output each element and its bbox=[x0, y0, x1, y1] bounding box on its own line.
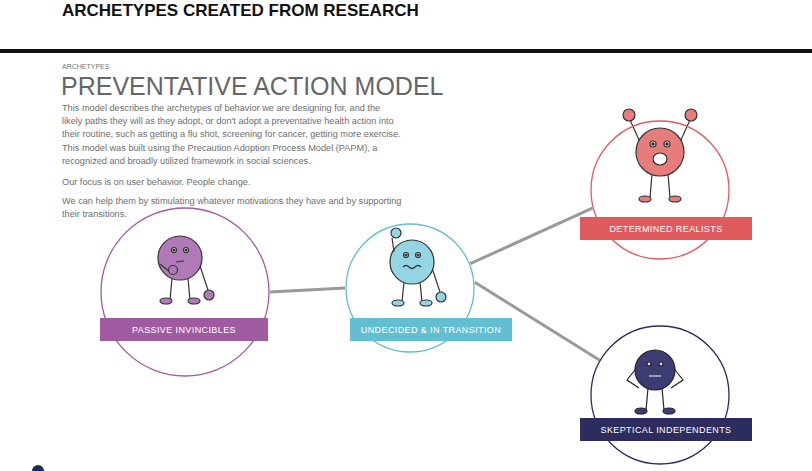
section-heading: PREVENTATIVE ACTION MODEL bbox=[61, 72, 481, 101]
path-connector bbox=[270, 288, 345, 292]
corner-mark bbox=[32, 465, 44, 471]
name-banner: SKEPTICAL INDEPENDENTS bbox=[580, 418, 752, 441]
name-banner: DETERMINED REALISTS bbox=[580, 217, 752, 240]
circle-outline bbox=[100, 207, 270, 377]
archetype-circle: DETERMINED REALISTS bbox=[590, 120, 730, 260]
circle-outline bbox=[590, 325, 730, 465]
circle-outline bbox=[101, 208, 269, 376]
archetype-circle: UNDECIDED & IN TRANSITION bbox=[345, 223, 475, 353]
archetype-name: PASSIVE INVINCIBLES bbox=[132, 325, 236, 335]
archetype-circle: SKEPTICAL INDEPENDENTS bbox=[590, 325, 730, 465]
body-text: Our focus is on user behavior. People ch… bbox=[62, 176, 402, 189]
archetype-name: DETERMINED REALISTS bbox=[609, 224, 722, 234]
body-text: We can help them by stimulating whatever… bbox=[62, 195, 402, 221]
determined-figure bbox=[623, 109, 697, 202]
skeptical-figure bbox=[627, 350, 683, 414]
body-text: This model describes the archetypes of b… bbox=[62, 102, 402, 168]
archetype-name: UNDECIDED & IN TRANSITION bbox=[361, 325, 501, 335]
undecided-figure bbox=[390, 228, 446, 306]
archetype-name: SKEPTICAL INDEPENDENTS bbox=[601, 425, 732, 435]
archetype-circle: PASSIVE INVINCIBLES bbox=[100, 207, 270, 377]
name-banner: PASSIVE INVINCIBLES bbox=[100, 318, 268, 341]
name-banner: UNDECIDED & IN TRANSITION bbox=[350, 318, 512, 341]
section-kicker: ARCHETYPES bbox=[62, 63, 262, 70]
passive-figure bbox=[158, 236, 214, 304]
path-connector bbox=[470, 208, 592, 264]
page-heading: ARCHETYPES CREATED FROM RESEARCH bbox=[62, 1, 419, 21]
circle-outline bbox=[591, 326, 729, 464]
header-rule bbox=[0, 49, 812, 53]
